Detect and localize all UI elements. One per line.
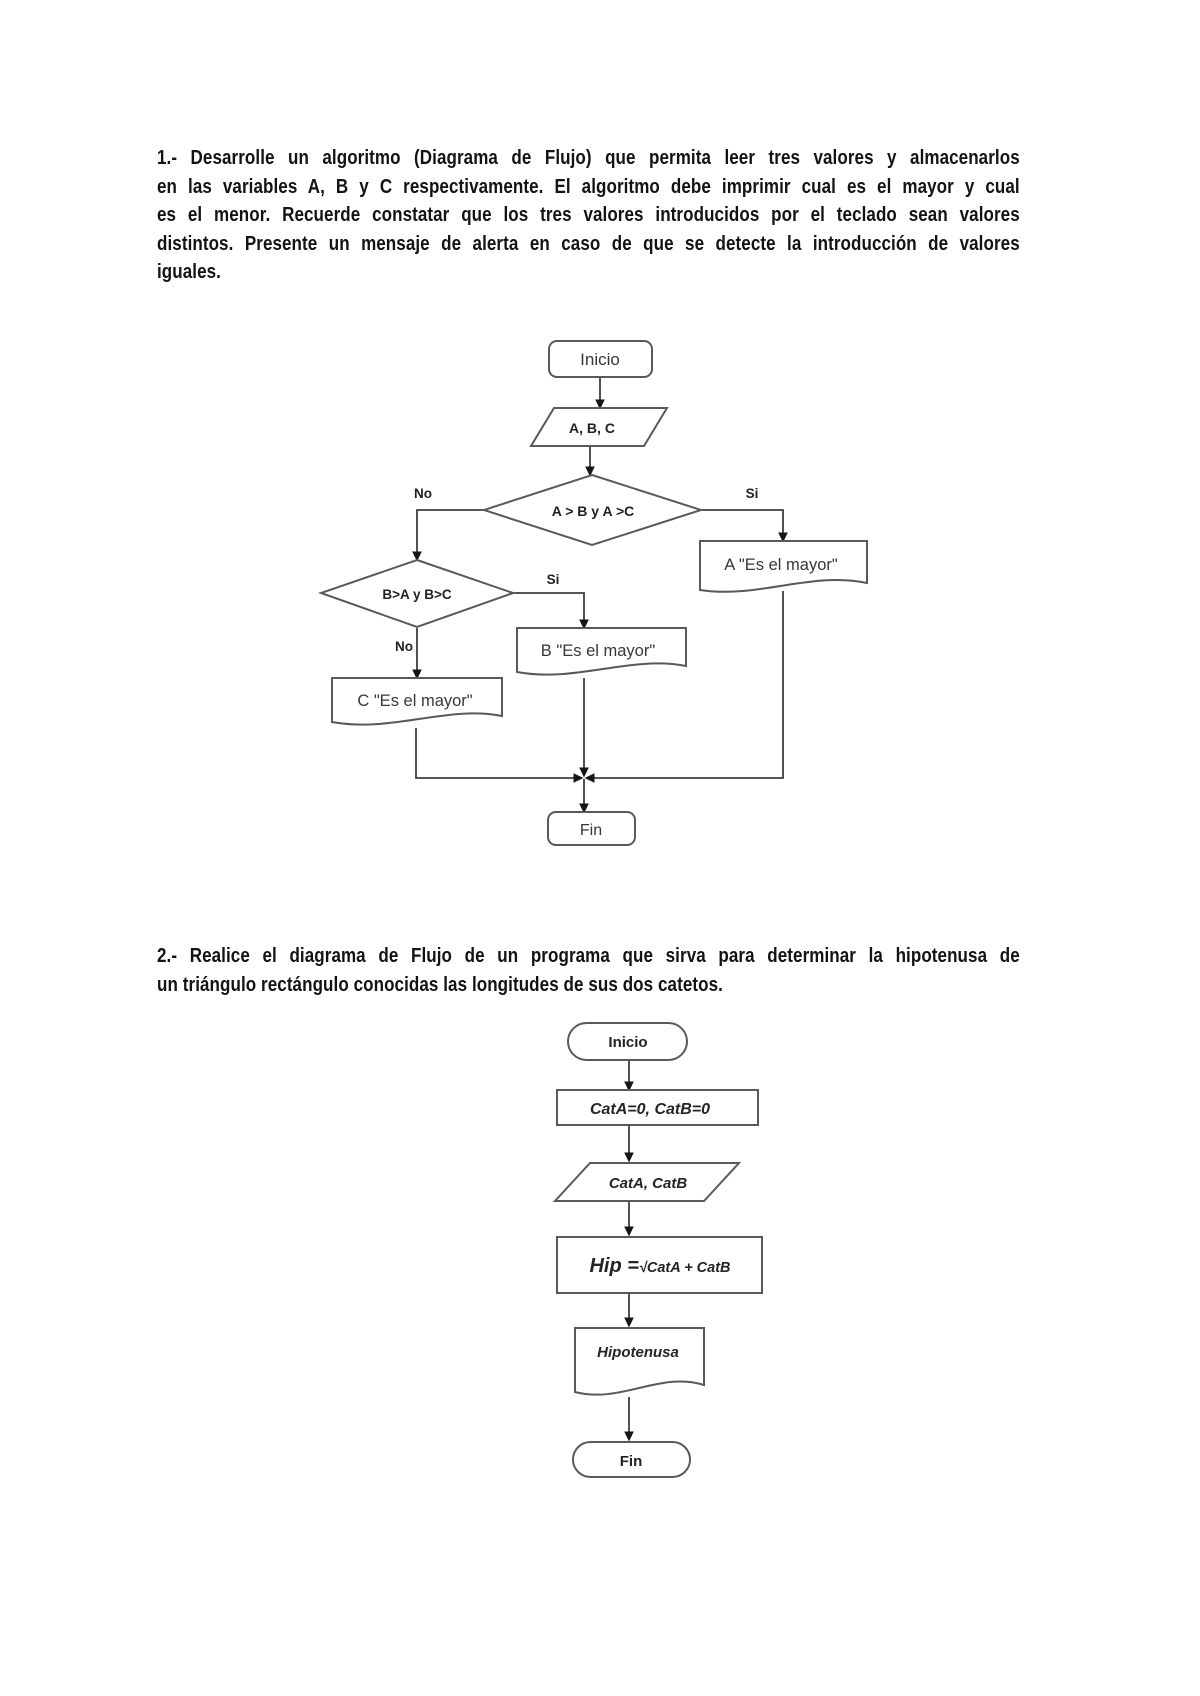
start-label: Inicio — [608, 1034, 647, 1051]
document-shape — [574, 1327, 705, 1396]
output-c-label: C "Es el mayor" — [357, 692, 472, 710]
branch-label-no-2: No — [395, 639, 413, 654]
branch-label-no-1: No — [414, 486, 432, 501]
text-line: 2.- Realice el diagrama de Flujo de un p… — [157, 945, 1020, 967]
output-b-label: B "Es el mayor" — [541, 642, 656, 660]
process-shape — [556, 1236, 763, 1294]
fc2-init-process: CatA=0, CatB=0 — [556, 1089, 759, 1126]
fc1-output-a-document: A "Es el mayor" — [699, 540, 868, 593]
fc1-end-terminator: Fin — [547, 811, 636, 846]
fc1-output-b-document: B "Es el mayor" — [516, 627, 687, 676]
fc1-output-c-document: C "Es el mayor" — [331, 677, 503, 726]
end-label: Fin — [620, 1453, 643, 1470]
process-label-formula: √CatA + CatB — [639, 1260, 731, 1276]
branch-label-si-2: Si — [547, 572, 560, 587]
fc1-connectors — [412, 378, 788, 814]
text-line: 1.- Desarrolle un algoritmo (Diagrama de… — [157, 147, 1020, 169]
fc2-input-parallelogram: CatA, CatB — [552, 1162, 742, 1202]
connector-output-c-to-merge — [415, 728, 584, 783]
document-shape — [331, 677, 503, 726]
connector-decision1-no — [412, 509, 484, 562]
document-shape — [516, 627, 687, 676]
connector-output-a-to-merge — [584, 591, 784, 783]
fc2-output-document: Hipotenusa — [574, 1327, 705, 1396]
flowchart-1: Inicio A, B, C A > B y A >C No Si A "Es … — [317, 340, 868, 846]
text-line: un triángulo rectángulo conocidas las lo… — [157, 973, 723, 996]
terminator-shape — [567, 1022, 688, 1061]
parallelogram-shape — [552, 1162, 742, 1202]
fc2-hypotenuse-process: Hip =√CatA + CatB — [556, 1236, 763, 1294]
text-line: es el menor. Recuerde constatar que los … — [157, 204, 1020, 226]
init-label: CatA=0, CatB=0 — [590, 1101, 710, 1118]
problem-2-statement: 2.- Realice el diagrama de Flujo de un p… — [157, 942, 1020, 999]
fc1-decision-2: B>A y B>C — [317, 558, 517, 629]
flowchart-2: Inicio CatA=0, CatB=0 CatA, CatB Hip =√C… — [552, 1022, 763, 1478]
process-shape — [556, 1089, 759, 1126]
input-label: A, B, C — [569, 420, 615, 436]
output-label: Hipotenusa — [597, 1344, 679, 1361]
parallelogram-shape — [529, 407, 669, 447]
input-label: CatA, CatB — [609, 1175, 688, 1192]
process-label-hip: Hip = — [589, 1255, 639, 1277]
fc2-start-terminator: Inicio — [567, 1022, 688, 1061]
terminator-shape — [572, 1441, 691, 1478]
process-label: Hip =√CatA + CatB — [589, 1255, 730, 1277]
diamond-shape — [317, 558, 517, 629]
decision1-label: A > B y A >C — [552, 503, 634, 519]
terminator-shape — [547, 811, 636, 846]
fc1-input-parallelogram: A, B, C — [529, 407, 669, 447]
end-label: Fin — [580, 822, 602, 839]
problem-1-statement: 1.- Desarrolle un algoritmo (Diagrama de… — [157, 144, 1020, 287]
connector-decision2-si — [513, 592, 589, 630]
start-label: Inicio — [580, 350, 620, 369]
output-a-label: A "Es el mayor" — [724, 556, 838, 574]
document-shape — [699, 540, 868, 593]
fc1-decision-1: A > B y A >C — [480, 473, 705, 547]
decision2-label: B>A y B>C — [382, 587, 452, 602]
fc1-start-terminator: Inicio — [548, 340, 653, 378]
text-line: iguales. — [157, 261, 221, 283]
branch-label-si-1: Si — [746, 486, 759, 501]
connector-decision1-si — [701, 509, 788, 543]
fc2-end-terminator: Fin — [572, 1441, 691, 1478]
text-line: en las variables A, B y C respectivament… — [157, 175, 1020, 198]
text-line: distintos. Presente un mensaje de alerta… — [157, 232, 1020, 255]
diamond-shape — [480, 473, 705, 547]
terminator-shape — [548, 340, 653, 378]
